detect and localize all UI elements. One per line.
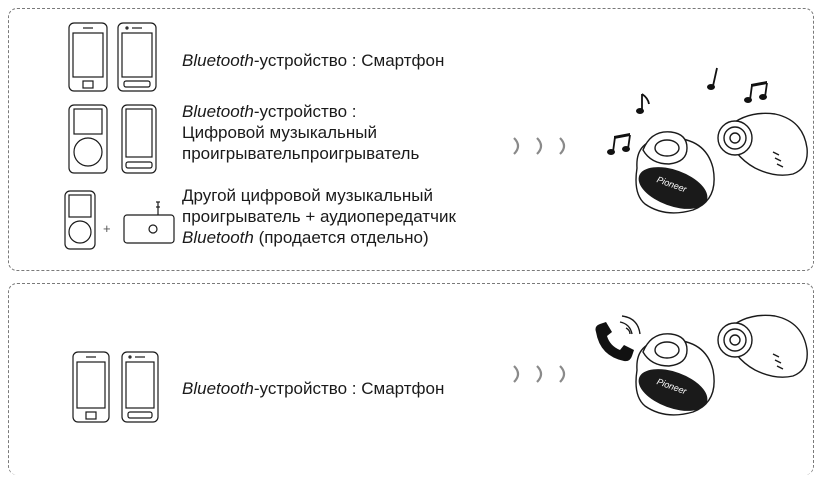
smartphone-icon	[117, 22, 157, 92]
smartphone-icon	[121, 351, 159, 423]
music-player-icon	[121, 104, 157, 174]
call-section-panel	[8, 283, 814, 475]
device-description: Bluetooth-устройство : Смартфон	[182, 379, 445, 398]
music-player-icon	[64, 190, 96, 250]
device-description: Bluetooth-устройство : Смартфон	[182, 51, 445, 70]
music-note-icon	[607, 133, 631, 155]
bluetooth-transmitter-icon	[123, 201, 175, 244]
signal-arrows-icon	[513, 365, 566, 383]
music-player-icon	[68, 104, 108, 174]
device-description: Другой цифровой музыкальный проигрывател…	[182, 186, 456, 247]
device-description: Bluetooth-устройство : Цифровой музыкаль…	[182, 102, 420, 163]
music-note-icon	[707, 67, 718, 90]
phone-call-icon	[595, 315, 641, 362]
smartphone-icon	[72, 351, 110, 423]
music-note-icon	[744, 81, 768, 103]
earbuds-icon: Pioneer	[635, 112, 808, 214]
signal-arrows-icon	[513, 137, 566, 155]
plus-sign: +	[103, 221, 111, 236]
music-note-icon	[636, 93, 650, 114]
earbuds-icon: Pioneer	[635, 314, 808, 416]
music-section-panel	[8, 8, 814, 271]
smartphone-icon	[68, 22, 108, 92]
